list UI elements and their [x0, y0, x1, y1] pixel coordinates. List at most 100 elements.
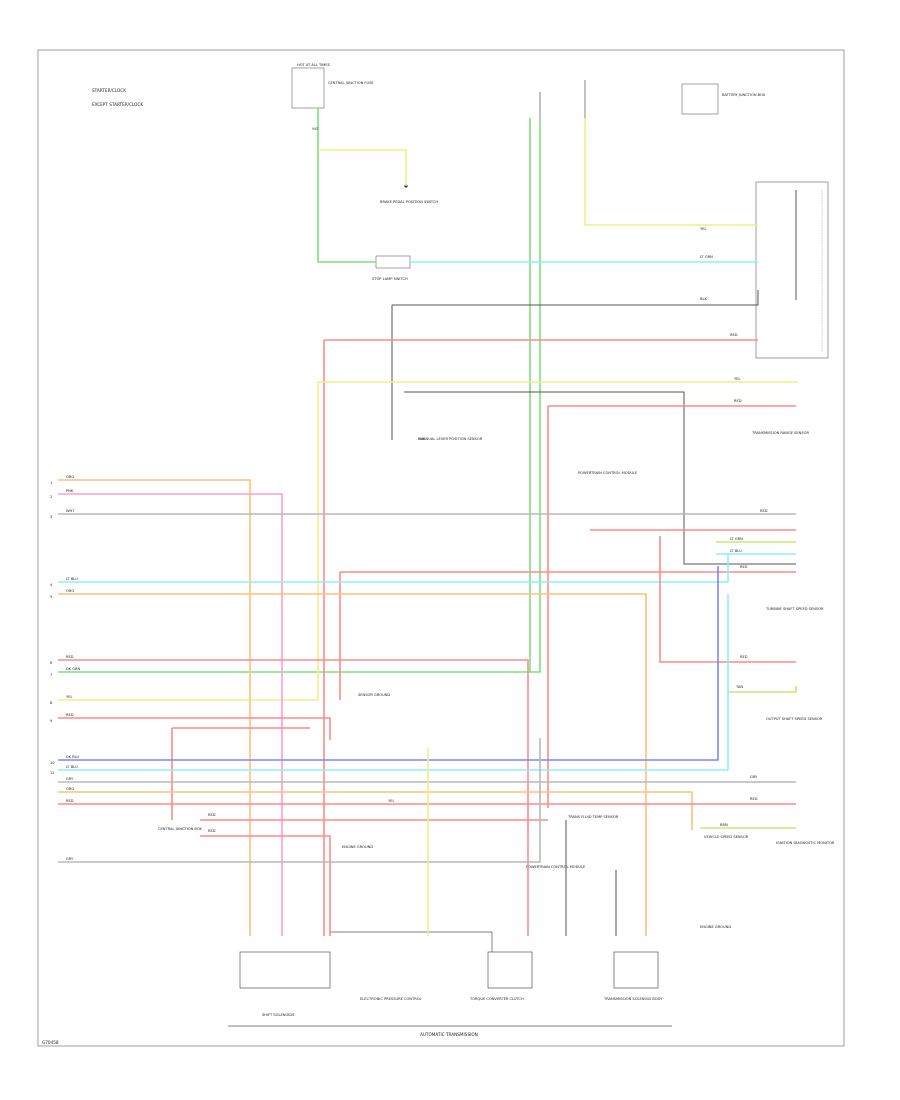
shift-sol-label: SHIFT SOLENOIDS — [262, 1013, 295, 1017]
wire-label-7: YEL — [66, 695, 72, 699]
wire-label-25: RED — [740, 655, 748, 659]
wire-label-3: LT BLU — [66, 577, 78, 581]
wire-label-27: GRY — [750, 775, 758, 779]
oss-label: OUTPUT SHAFT SPEED SENSOR — [766, 717, 823, 721]
wire-label-29: BRN — [720, 823, 728, 827]
wire-label-13: RED — [66, 799, 74, 803]
pcm-label: POWERTRAIN CONTROL MODULE — [578, 471, 638, 475]
pin-label-0: 1 — [50, 481, 52, 485]
wire-label-21: RED — [760, 509, 768, 513]
wire-label-2: WHT — [66, 509, 75, 513]
mlp-switch: MANUAL LEVER POSITION SENSOR — [420, 437, 483, 441]
wire-label-24: RED — [740, 565, 748, 569]
tr-sensor-label: TRANSMISSION RANGE SENSOR — [751, 431, 809, 435]
diagram-frame — [37, 49, 845, 1047]
wire-label-1: PNK — [66, 489, 74, 493]
sensor-gnd-label: SENSOR GROUND — [358, 693, 390, 697]
relay-label: BRAKE PEDAL POSITION SWITCH — [380, 200, 438, 204]
tft-label: TRANS FLUID TEMP SENSOR — [567, 815, 619, 819]
pin-label-1: 2 — [50, 495, 52, 499]
fuse-box-right: BATTERY JUNCTION BOX — [681, 83, 766, 115]
fuse-box-left: HOT AT ALL TIMES CENTRAL JUNCTION FUSE — [291, 63, 374, 109]
wire-cyan-32 — [58, 594, 729, 771]
relay-switch: BRAKE PEDAL POSITION SWITCH — [380, 184, 438, 204]
pin-label-7: 8 — [50, 701, 53, 705]
pin-label-8: 9 — [50, 719, 53, 723]
wire-label-10: LT BLU — [66, 765, 78, 769]
wire-label-14: GRY — [66, 857, 74, 861]
wire-lime-27 — [728, 686, 797, 693]
wire-label-9: DK BLU — [66, 755, 80, 759]
wire-green-2 — [58, 118, 541, 673]
pcm-gnd-label: POWERTRAIN CONTROL MODULE — [526, 865, 586, 869]
hot-fuse-label: HOT AT ALL TIMES — [297, 63, 331, 67]
engine-gnd-label: ENGINE GROUND — [700, 925, 731, 929]
pin-label-3: 4 — [50, 583, 53, 587]
wire-label-group: ORG PNK WHT LT BLU ORG RED DK GRN YEL RED DK BLU L… — [66, 127, 768, 861]
left-connector-label: CENTRAL JUNCTION BOX — [158, 827, 202, 831]
battery-junction-label: BATTERY JUNCTION BOX — [722, 93, 766, 97]
pcm-connector: POWERTRAIN CONTROL MODULE — [578, 471, 638, 475]
wire-label-23: LT BLU — [730, 549, 742, 553]
wire-pink-16 — [58, 493, 283, 936]
tcc-label: TORQUE CONVERTER CLUTCH — [469, 997, 524, 1001]
wire-yellow-4 — [584, 118, 758, 226]
wire-cyan-23 — [58, 554, 729, 583]
wire-label-33: VIO — [312, 127, 319, 131]
gnd-label: ENGINE GROUND — [342, 845, 373, 849]
wire-blue-31 — [58, 566, 719, 761]
battery-junction-box — [755, 181, 829, 359]
pin-label-10: 11 — [50, 771, 55, 775]
wire-label-8: RED — [66, 713, 74, 717]
wire-label-6: DK GRN — [66, 667, 81, 671]
epc-label: ELECTRONIC PRESSURE CONTROL — [360, 997, 422, 1001]
wire-dark-6 — [392, 290, 759, 306]
wire-dark-12 — [404, 391, 796, 565]
wire-yellow-11 — [58, 382, 319, 701]
wire-label-12: ORG — [66, 787, 74, 791]
wire-label-4: ORG — [66, 589, 74, 593]
diagram-title: AUTOMATIC TRANSMISSION — [420, 1032, 478, 1037]
wire-red-25 — [659, 536, 796, 663]
wire-label-28: RED — [750, 797, 758, 801]
wire-orange-15 — [58, 479, 251, 936]
wire-yellow-1 — [318, 149, 407, 186]
wire-red-26 — [58, 659, 529, 936]
figure-id: G70458 — [42, 1040, 59, 1045]
note-2: EXCEPT STARTER/CLOCK — [92, 102, 143, 107]
mlp-label: MANUAL LEVER POSITION SENSOR — [420, 437, 483, 441]
wire-label-20: RED — [734, 399, 742, 403]
wire-green-0 — [317, 108, 376, 263]
note-1: STARTER/CLOCK — [92, 88, 126, 93]
wire-gray-38 — [58, 738, 541, 863]
idm-label: IGNITION DIAGNOSTIC MONITOR — [776, 841, 835, 845]
pin-label-5: 6 — [50, 661, 53, 665]
wire-label-11: GRY — [66, 777, 74, 781]
wire-label-17: BLK — [700, 297, 707, 301]
pin-label-6: 7 — [50, 673, 52, 677]
wire-label-15: YEL — [700, 227, 706, 231]
fuse-panel-label: CENTRAL JUNCTION FUSE — [328, 81, 374, 85]
pin-label-4: 5 — [50, 595, 52, 599]
wire-label-22: LT GRN — [730, 537, 743, 541]
tss-label: TURBINE SHAFT SPEED SENSOR — [765, 607, 824, 611]
wire-label-5: RED — [66, 655, 74, 659]
wire-label-26: TAN — [735, 685, 743, 689]
wire-orange-24 — [58, 593, 647, 936]
solenoid-block: SHIFT SOLENOIDS ELECTRONIC PRESSURE CONT… — [228, 931, 672, 1027]
wire-label-16: LT GRN — [700, 255, 713, 259]
wire-group — [58, 108, 798, 936]
wire-label-18: RED — [730, 333, 738, 337]
wire-label-19: YEL — [734, 377, 740, 381]
wire-label-34: BLK — [418, 437, 425, 441]
wire-label-31: RED — [208, 829, 216, 833]
brake-switch-label: STOP LAMP SWITCH — [372, 277, 408, 281]
pin-label-2: 3 — [50, 515, 52, 519]
wire-label-32: YEL — [388, 799, 394, 803]
trans-sol-label: TRANSMISSION SOLENOID BODY — [603, 997, 663, 1001]
wire-orange-34 — [58, 791, 693, 830]
pin-label-9: 10 — [50, 761, 55, 765]
wire-label-30: RED — [208, 813, 216, 817]
